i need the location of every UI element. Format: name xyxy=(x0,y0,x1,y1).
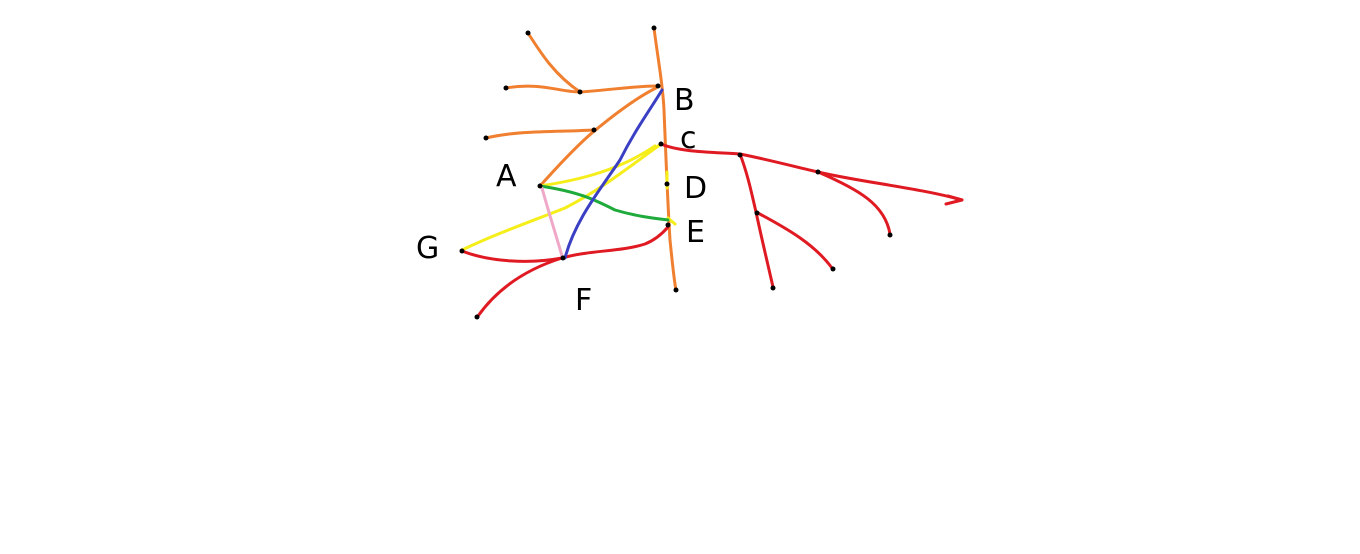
node-dot-d xyxy=(664,181,670,187)
node-dot-right-junction-2 xyxy=(815,169,821,175)
node-dot-upper-leaf xyxy=(525,30,531,36)
node-dot-trunk-top xyxy=(651,25,657,31)
label-a: A xyxy=(496,159,517,194)
red-arrowhead xyxy=(944,194,964,206)
red-branch-mid xyxy=(738,152,758,214)
node-dot-right-junction-3 xyxy=(754,210,760,216)
node-dot-left-leaf-2 xyxy=(483,135,489,141)
red-branch-down-right xyxy=(816,170,892,236)
label-c: c xyxy=(680,121,697,156)
label-d: D xyxy=(684,171,707,206)
red-edge-f-e xyxy=(560,225,670,260)
red-branch-mid-left xyxy=(754,210,775,289)
node-dot-f xyxy=(560,255,566,261)
node-dot-right-leaf-1 xyxy=(887,232,893,238)
node-dot-right-leaf-2 xyxy=(770,285,776,291)
yellow-edges xyxy=(460,142,677,252)
orange-branch-upper xyxy=(526,31,582,94)
node-dot-lower-leaf xyxy=(474,314,480,320)
red-branch-f-down xyxy=(476,256,564,318)
red-edge-g-f xyxy=(460,249,564,263)
node-dot-g xyxy=(459,248,465,254)
orange-trunk xyxy=(652,26,678,292)
node-dot-b xyxy=(655,83,661,89)
label-g: G xyxy=(416,231,439,266)
yellow-edge-g-c xyxy=(460,142,663,252)
yellow-edge-a-c xyxy=(538,144,657,188)
label-e: E xyxy=(686,215,705,250)
green-edge-a-e xyxy=(538,184,670,222)
label-b: B xyxy=(674,83,695,118)
red-branch-long-right xyxy=(816,170,964,202)
node-dot-a xyxy=(537,183,543,189)
pink-edge-a-f xyxy=(540,186,564,258)
node-dot-c xyxy=(658,141,664,147)
node-dots xyxy=(459,25,893,320)
node-dot-e xyxy=(665,222,671,228)
label-f: F xyxy=(575,283,592,318)
node-dot-left-junction xyxy=(591,127,597,133)
node-dot-upper-junction xyxy=(577,89,583,95)
red-branches xyxy=(460,142,964,318)
yellow-mark-e xyxy=(666,216,677,226)
node-labels: A B c D E F G xyxy=(416,83,707,318)
red-branch-mid-right xyxy=(754,210,834,270)
node-dot-right-leaf-3 xyxy=(830,266,836,272)
node-dot-right-junction-1 xyxy=(737,152,743,158)
blue-edge-f-b xyxy=(563,88,664,260)
node-dot-left-leaf-1 xyxy=(503,85,509,91)
node-dot-trunk-bottom xyxy=(673,287,679,293)
orange-edge-a-b xyxy=(538,86,658,188)
orange-branch-left xyxy=(484,128,596,140)
